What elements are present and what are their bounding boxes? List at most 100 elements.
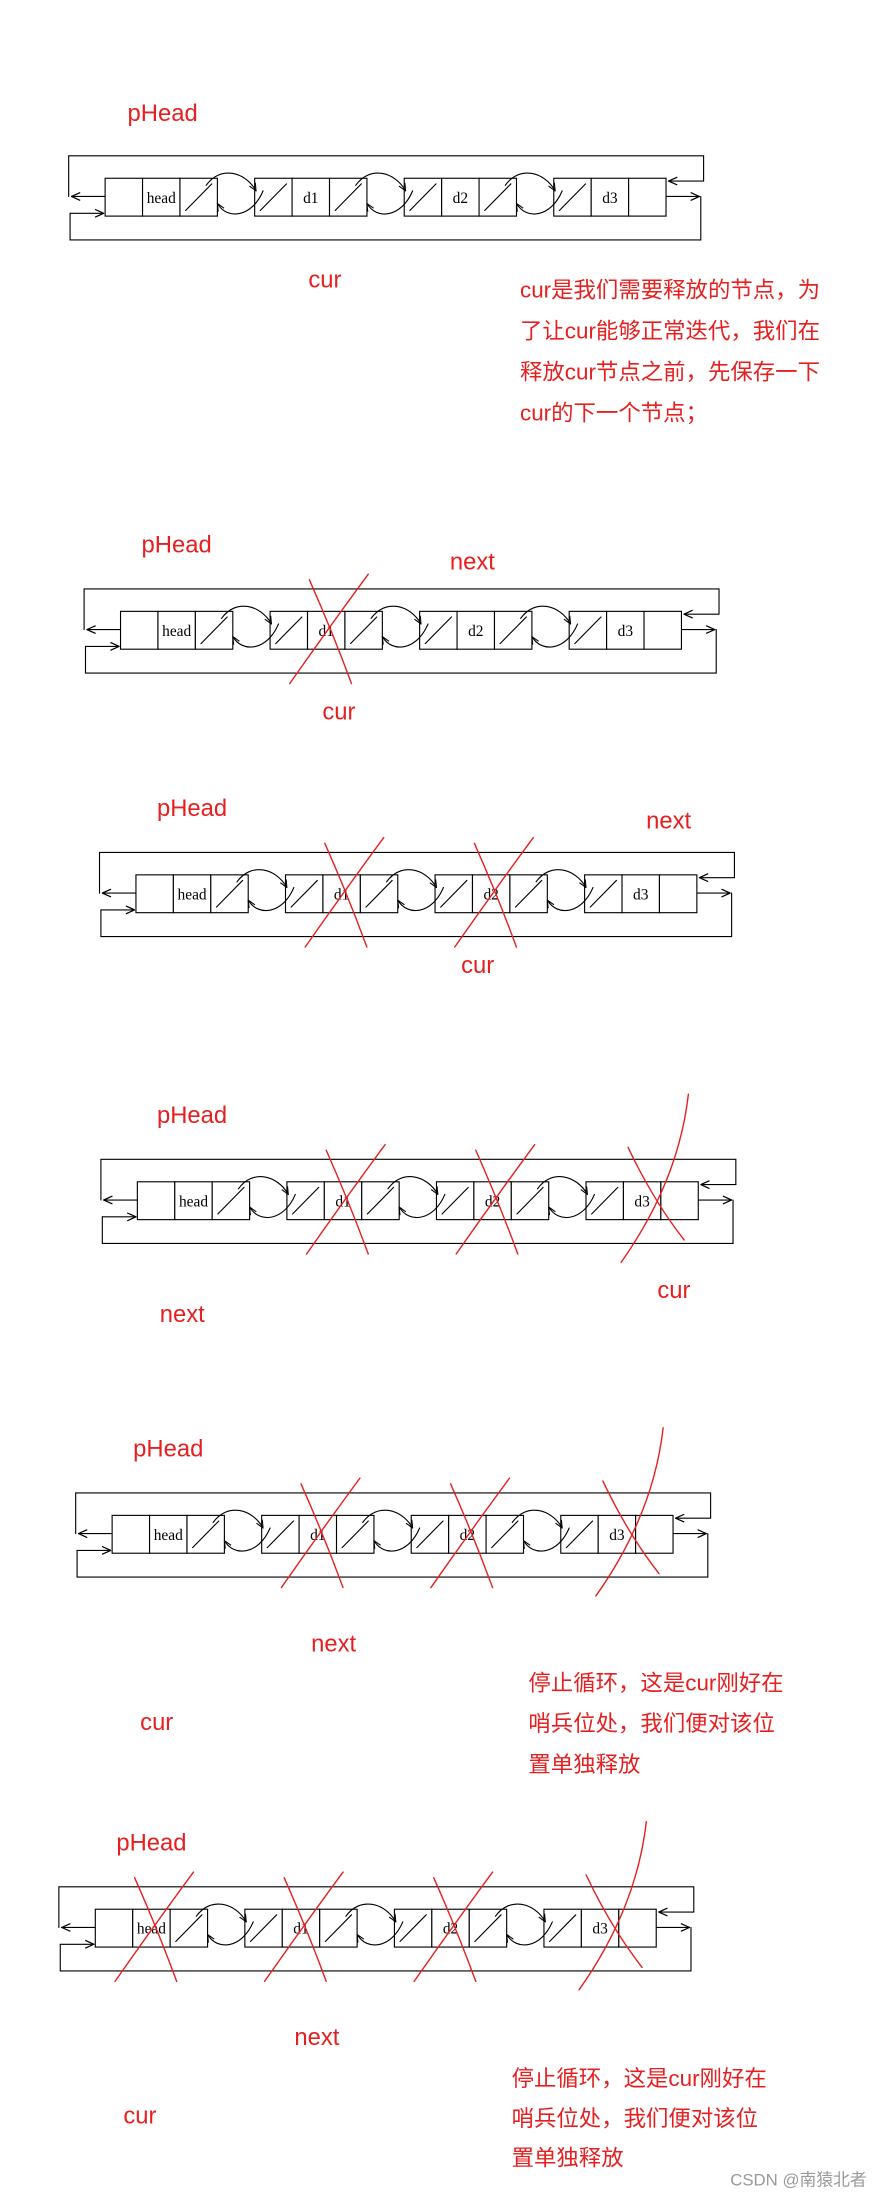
prev-pointer-slash — [416, 1520, 444, 1549]
list-node: d3 — [585, 1181, 699, 1221]
list-node: head — [119, 610, 234, 650]
cross-stroke — [602, 1480, 660, 1575]
list-node: head — [104, 177, 218, 217]
next-pointer-cell — [628, 177, 667, 217]
prev-loop-line — [58, 1886, 695, 1929]
note-line: 置单独释放 — [512, 2146, 624, 2171]
freed-node-mark — [304, 837, 385, 948]
list-node: head — [94, 1908, 209, 1948]
cross-stroke — [433, 1876, 477, 1983]
next-pointer-slash — [324, 1914, 353, 1943]
freed-node-mark — [305, 1143, 386, 1255]
prev-pointer-cell — [111, 1514, 151, 1554]
next-loop-line — [69, 195, 702, 241]
prev-pointer-slash — [549, 1914, 577, 1943]
next-loop-line — [84, 629, 717, 674]
list-node: d2 — [419, 610, 533, 650]
list-node: d1 — [261, 1514, 375, 1554]
prev-pointer-slash — [441, 1186, 469, 1215]
freed-node-mark — [280, 1477, 361, 1589]
next-pointer-arrow — [494, 1903, 545, 1922]
prev-pointer-arrow — [399, 1193, 446, 1219]
list-node: d1 — [269, 610, 383, 650]
note-line: 了让cur能够正常迭代，我们在 — [520, 318, 820, 343]
cross-stroke — [627, 1146, 685, 1241]
note-line: cur的下一个节点； — [520, 401, 708, 426]
prev-pointer-slash — [399, 1914, 427, 1943]
list-node: head — [136, 1181, 251, 1221]
note-line: 哨兵位处，我们便对该位 — [528, 1711, 774, 1736]
prev-pointer-cell — [104, 177, 144, 217]
node-label: d3 — [592, 1921, 608, 1938]
next-pointer-slash — [499, 616, 527, 645]
list-node: head — [135, 874, 249, 914]
cross-stroke — [308, 579, 353, 685]
cur-pointer-label: cur — [322, 698, 355, 725]
node-label: d2 — [468, 623, 483, 640]
next-pointer-arrow — [535, 869, 586, 888]
list-node: d1 — [254, 177, 368, 217]
freed-node-mark — [114, 1871, 195, 1983]
list-node: d3 — [560, 1514, 674, 1554]
prev-pointer-cell — [119, 610, 159, 650]
cross-stroke — [475, 1149, 519, 1255]
next-pointer-slash — [185, 183, 213, 212]
cross-stroke — [300, 1483, 344, 1589]
data-cell — [597, 1514, 637, 1554]
next-pointer-arrow — [355, 172, 406, 191]
prev-loop-line — [83, 588, 720, 631]
list-node: d3 — [543, 1908, 657, 1948]
data-cell — [291, 177, 331, 217]
cross-stroke — [473, 842, 518, 948]
next-pointer-arrow — [385, 869, 437, 888]
phead-pointer-label: pHead — [157, 795, 227, 822]
next-pointer-label: next — [450, 548, 495, 575]
next-pointer-arrow — [237, 1176, 288, 1195]
freed-node-mark — [430, 1477, 511, 1589]
note-line: 哨兵位处，我们便对该位 — [512, 2106, 758, 2131]
data-cell — [141, 177, 181, 217]
next-pointer-slash — [514, 879, 543, 908]
next-pointer-cell — [658, 874, 698, 914]
next-pointer-slash — [192, 1520, 220, 1549]
prev-loop-line — [100, 1158, 737, 1201]
prev-pointer-slash — [275, 616, 303, 645]
prev-pointer-slash — [589, 879, 617, 908]
prev-pointer-arrow — [248, 886, 295, 912]
next-pointer-arrow — [205, 172, 256, 191]
cross-stroke — [430, 1477, 511, 1589]
note-line: cur是我们需要释放的节点，为 — [520, 277, 820, 302]
prev-pointer-slash — [440, 879, 468, 908]
next-pointer-arrow — [504, 172, 555, 191]
cross-stroke — [578, 1820, 648, 1991]
list-node: d3 — [553, 177, 667, 217]
cur-pointer-label: cur — [657, 1277, 690, 1304]
prev-pointer-arrow — [547, 886, 594, 912]
prev-pointer-slash — [291, 1186, 320, 1215]
next-pointer-slash — [349, 616, 378, 645]
next-pointer-cell — [660, 1181, 699, 1221]
cross-stroke — [413, 1871, 494, 1983]
list-node: d1 — [286, 1181, 400, 1221]
next-pointer-arrow — [362, 1509, 413, 1528]
cross-stroke — [325, 1149, 369, 1255]
phead-pointer-label: pHead — [128, 100, 198, 127]
prev-pointer-slash — [259, 183, 288, 212]
node-label: d2 — [453, 190, 468, 207]
node-label: d3 — [609, 1527, 625, 1544]
phead-pointer-label: pHead — [133, 1436, 203, 1463]
prev-pointer-slash — [290, 879, 318, 908]
cur-pointer-label: cur — [123, 2103, 156, 2130]
prev-pointer-slash — [558, 183, 587, 212]
prev-pointer-arrow — [357, 1921, 404, 1946]
phead-pointer-label: pHead — [157, 1102, 227, 1129]
cur-pointer-label: cur — [461, 952, 494, 979]
prev-pointer-slash — [424, 616, 453, 645]
node-label: head — [154, 1527, 183, 1544]
prev-pointer-slash — [565, 1520, 594, 1549]
next-pointer-arrow — [345, 1903, 396, 1922]
